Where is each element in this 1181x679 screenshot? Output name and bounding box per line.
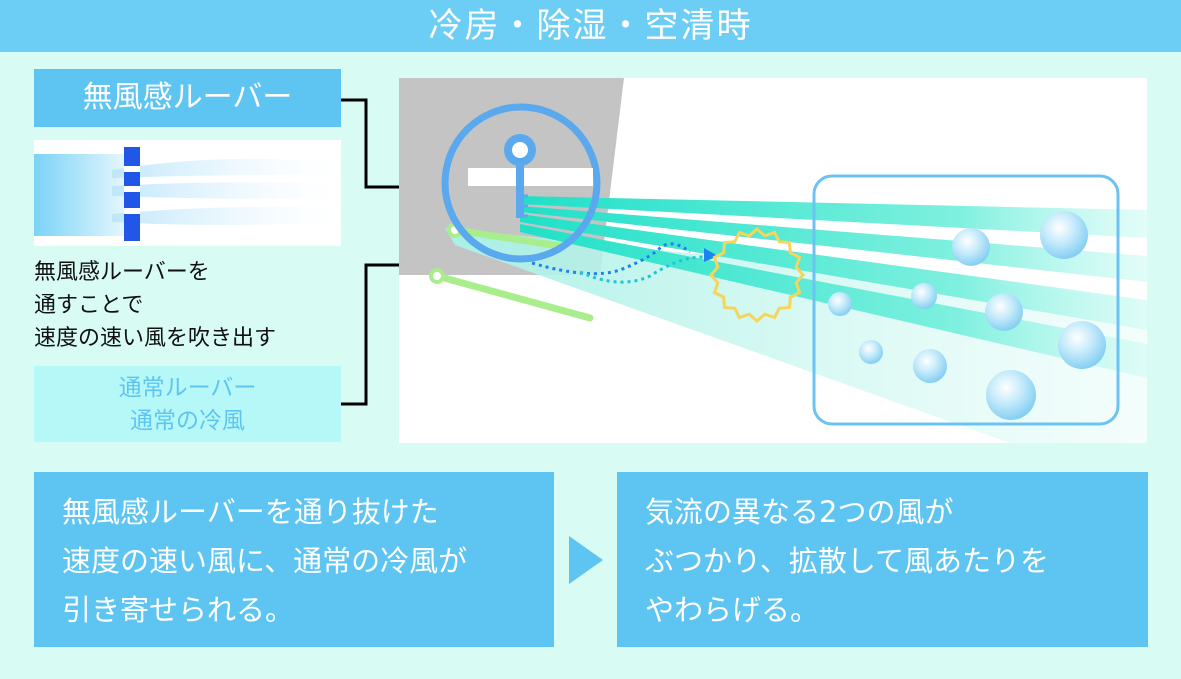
panel-line: 引き寄せられる。 [62, 593, 295, 627]
normal-air-cone [445, 228, 1147, 443]
flow-path-lower [579, 254, 713, 284]
louver-description: 無風感ルーバーを 通すことで 速度の速い風を吹き出す [34, 256, 354, 355]
bubble [913, 349, 947, 383]
description-line: 無風感ルーバーを [34, 260, 210, 285]
bubble [986, 370, 1036, 420]
bubble [952, 228, 990, 266]
jet-middle [112, 182, 341, 199]
panel-line: やわらげる。 [645, 593, 820, 627]
panel-line: ぶつかり、拡散して風あたりを [645, 544, 1049, 578]
louver-label: 無風感ルーバー [34, 69, 341, 127]
panel-line: 無風感ルーバーを通り抜けた [62, 495, 439, 529]
louver-slot [468, 168, 593, 186]
louver-bar [124, 147, 140, 241]
bubble [985, 293, 1023, 331]
bubble [1040, 211, 1088, 259]
bubble [1058, 321, 1106, 369]
normal-line: 通常ルーバー [118, 375, 257, 401]
normal-louver-label: 通常ルーバー 通常の冷風 [34, 366, 341, 442]
panel-line: 速度の速い風に、通常の冷風が [62, 544, 468, 578]
diffusion-burst-icon [709, 227, 805, 323]
normal-louver-lower [433, 272, 594, 322]
jet-top [112, 158, 341, 178]
wind-beam-1 [520, 196, 1147, 238]
panel-line: 気流の異なる2つの風が [645, 495, 954, 529]
normal-line: 通常の冷風 [130, 408, 245, 434]
description-line: 通すことで [34, 293, 144, 318]
flow-path-upper [531, 242, 691, 276]
room-target-box [812, 174, 1120, 426]
explanation-panel-2: 気流の異なる2つの風が ぶつかり、拡散して風あたりを やわらげる。 [617, 472, 1148, 647]
wind-beam-2 [520, 206, 1147, 282]
explanation-panel-1: 無風感ルーバーを通り抜けた 速度の速い風に、通常の冷風が 引き寄せられる。 [34, 472, 554, 647]
next-arrow-icon [569, 536, 603, 584]
magnifier-circle-icon [441, 103, 601, 263]
room-scene [399, 78, 1147, 443]
page-title: 冷房・除湿・空清時 [0, 0, 1181, 52]
bubble [911, 283, 937, 309]
description-line: 速度の速い風を吹き出す [34, 326, 277, 351]
normal-louver-upper [451, 226, 564, 250]
jet-bottom [112, 206, 341, 225]
bubble [859, 340, 883, 364]
louver-jet-illustration [34, 140, 341, 246]
bubble [828, 292, 852, 316]
flow-arrow-icon [704, 248, 718, 262]
unit-face [34, 154, 124, 236]
